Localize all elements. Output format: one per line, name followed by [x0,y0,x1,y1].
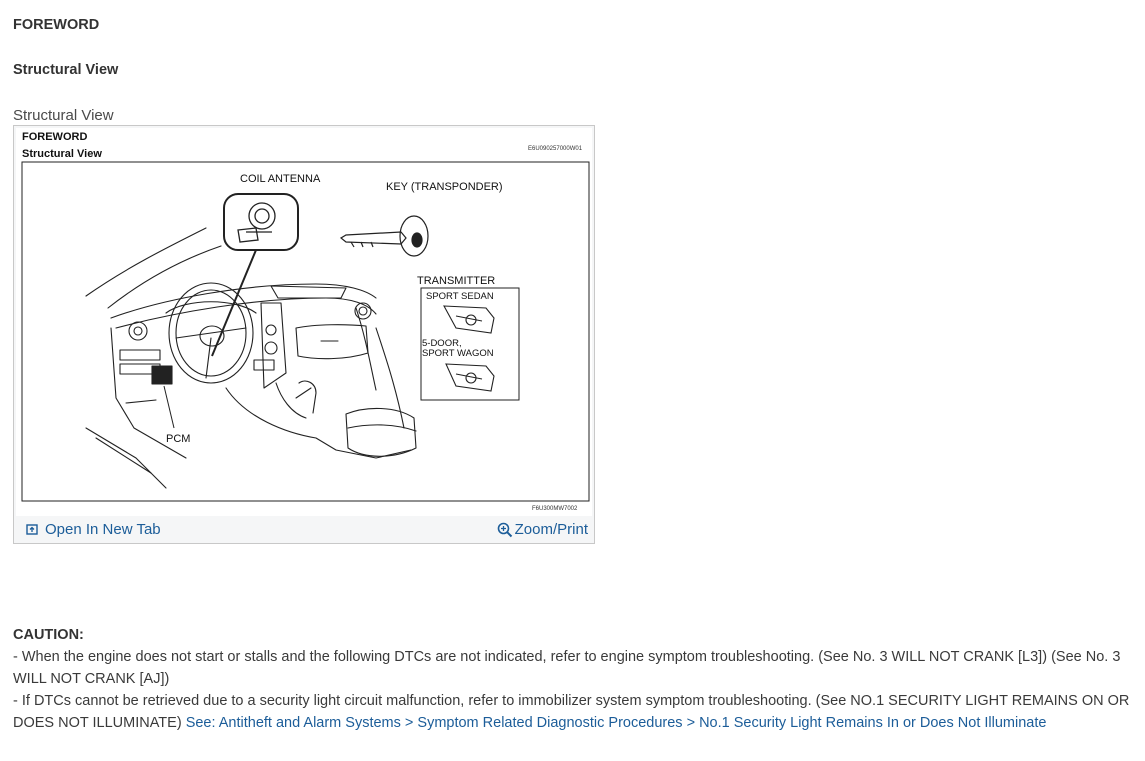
structural-view-diagram[interactable]: FOREWORD Structural View E6U090257000W01… [16,128,592,516]
label-pcm: PCM [166,433,190,445]
open-in-new-tab-label: Open In New Tab [45,521,161,538]
label-key-transponder: KEY (TRANSPONDER) [386,181,503,193]
subsection-heading: Structural View [13,62,119,78]
open-in-new-tab-link[interactable]: Open In New Tab [26,521,161,538]
diagram-code-bottom: F6U300MW7002 [532,506,578,512]
caution-item-1: - When the engine does not start or stal… [13,649,1121,687]
caution-item-2: - If DTCs cannot be retrieved due to a s… [13,690,1138,734]
figure-footer: Open In New Tab Zoom/Print [14,517,594,543]
caution-title: CAUTION: [13,627,84,643]
section-heading: FOREWORD [13,17,100,33]
figure-panel: FOREWORD Structural View E6U090257000W01… [13,125,595,544]
label-sport-sedan: SPORT SEDAN [426,291,494,302]
zoom-print-link[interactable]: Zoom/Print [497,521,588,538]
diagram-header-subtitle: Structural View [22,148,102,160]
zoom-print-label: Zoom/Print [514,521,588,538]
caution-block: CAUTION: - When the engine does not star… [13,624,1138,734]
figure-caption: Structural View [13,107,114,124]
antitheft-symptom-link[interactable]: See: Antitheft and Alarm Systems > Sympt… [185,715,1047,731]
label-transmitter: TRANSMITTER [417,275,495,287]
label-sport-wagon: SPORT WAGON [422,348,494,359]
diagram-code-top: E6U090257000W01 [528,146,583,152]
label-coil-antenna: COIL ANTENNA [240,173,321,185]
label-five-door: 5-DOOR, [422,338,462,349]
open-in-new-tab-icon [26,524,38,535]
caution-item-2-text: - If DTCs cannot be retrieved due to a s… [13,693,1130,731]
zoom-icon [497,522,512,537]
diagram-header-title: FOREWORD [22,131,87,143]
diagram-svg: FOREWORD Structural View E6U090257000W01… [21,131,590,512]
